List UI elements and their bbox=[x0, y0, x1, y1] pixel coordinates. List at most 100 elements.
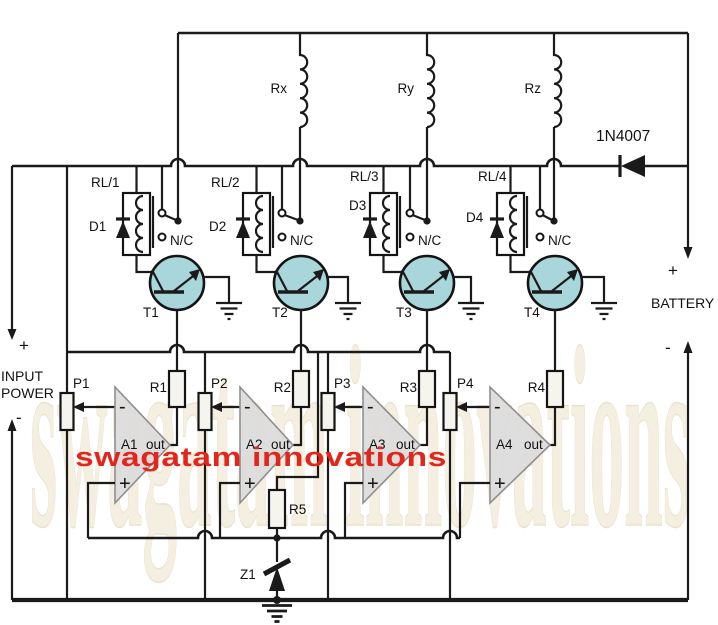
emitter-ground-wire bbox=[327, 275, 350, 303]
relay-arm bbox=[284, 213, 299, 222]
opamp-out-label: out bbox=[396, 437, 415, 452]
channel-4: D4 RL/4 N/C T4 R4 P4 - + A4 out bbox=[442, 166, 617, 600]
input-minus-arrow-icon bbox=[7, 419, 17, 431]
base-wire bbox=[420, 310, 429, 447]
coil-rx-label: Rx bbox=[271, 81, 288, 96]
base-resistor bbox=[167, 369, 187, 409]
opamp-out-label: out bbox=[271, 437, 290, 452]
zener-label: Z1 bbox=[240, 567, 256, 582]
opamp-label: A2 bbox=[246, 437, 263, 452]
coil-rx-icon bbox=[298, 33, 309, 129]
relay-arm-junction bbox=[423, 217, 431, 225]
sense-coils: Rx Ry Rz bbox=[176, 33, 563, 218]
ground-icon bbox=[591, 301, 617, 321]
flyback-diode-label: D3 bbox=[349, 198, 366, 213]
relay-arm-junction bbox=[550, 217, 558, 225]
wiper-arrow-icon bbox=[73, 402, 84, 412]
reference-riser-wire bbox=[86, 481, 115, 538]
preset-pot bbox=[197, 391, 213, 432]
coil-ry-icon bbox=[425, 33, 436, 129]
diode-triangle-icon bbox=[621, 155, 645, 177]
wiper-arrow-icon bbox=[456, 402, 467, 412]
preset-pot bbox=[442, 391, 458, 432]
input-plus-sign: + bbox=[19, 336, 29, 355]
base-wire bbox=[550, 310, 557, 447]
opamp-noninv-sign: + bbox=[244, 473, 256, 495]
relay-nc-label: N/C bbox=[548, 233, 572, 248]
reference-junction bbox=[273, 534, 281, 542]
reference-riser-wire bbox=[458, 481, 490, 538]
flyback-diode-label: D2 bbox=[209, 219, 226, 234]
channel-3: D3 RL/3 N/C T3 R3 P3 - + A3 out bbox=[320, 166, 484, 600]
battery-plus-sign: + bbox=[668, 261, 678, 280]
opamp-inv-sign: - bbox=[119, 396, 126, 418]
relay-label: RL/2 bbox=[211, 175, 240, 190]
flyback-diode-label: D4 bbox=[466, 210, 484, 225]
channel-2: D2 RL/2 N/C T2 R2 P2 - + A2 out bbox=[197, 166, 361, 600]
opamp-inv-sign: - bbox=[494, 396, 501, 418]
ground-icon bbox=[262, 604, 292, 623]
relay-nc-contact bbox=[535, 232, 545, 242]
brand-watermark-text: swagatam innovations bbox=[75, 442, 447, 472]
input-power-label-2: POWER bbox=[1, 385, 54, 401]
opamp-noninv-sign: + bbox=[119, 473, 131, 495]
opamp-inv-sign: - bbox=[244, 396, 251, 418]
base-resistor-label: R1 bbox=[150, 380, 167, 395]
relay-nc-contact bbox=[405, 232, 415, 242]
base-resistor bbox=[417, 369, 437, 409]
relay-arm-junction bbox=[174, 217, 182, 225]
relay-pole-contact bbox=[535, 208, 545, 218]
base-resistor bbox=[291, 369, 311, 409]
ground-icon bbox=[458, 301, 484, 321]
relay-coil-icon bbox=[254, 194, 264, 254]
relay-coil-icon bbox=[508, 194, 518, 254]
battery-minus-sign: - bbox=[665, 338, 671, 357]
input-plus-arrow-icon bbox=[7, 329, 17, 340]
relay-pole-contact bbox=[277, 208, 287, 218]
reference-riser-wire bbox=[343, 481, 363, 538]
base-resistor-label: R2 bbox=[274, 380, 291, 395]
pot-label: P4 bbox=[457, 376, 474, 391]
relay-wires bbox=[255, 166, 284, 274]
opamp-body bbox=[362, 385, 422, 505]
mid-rail-with-hops bbox=[12, 157, 620, 168]
flyback-diode-icon bbox=[490, 221, 504, 238]
transistor-emitter-arrow-icon bbox=[439, 269, 450, 281]
preset-pot bbox=[320, 391, 336, 432]
transistor-label: T3 bbox=[396, 305, 412, 320]
base-wire bbox=[170, 310, 179, 447]
wiper-arrow-icon bbox=[211, 402, 222, 412]
opamp-label: A3 bbox=[369, 437, 386, 452]
relay-wires bbox=[135, 166, 164, 274]
relay-pole-contact bbox=[405, 208, 415, 218]
relay-pole-contact bbox=[157, 208, 167, 218]
pot-label: P2 bbox=[211, 376, 228, 391]
feedback-resistor bbox=[267, 488, 287, 530]
flyback-diode-icon bbox=[236, 221, 250, 238]
battery-label: BATTERY bbox=[651, 295, 715, 311]
wiper-arrow-icon bbox=[334, 402, 345, 412]
coil-rz-icon bbox=[552, 33, 563, 129]
flyback-diode-icon bbox=[363, 221, 377, 238]
blocking-diode-1N4007: 1N4007 bbox=[596, 128, 650, 177]
input-power-label-1: INPUT bbox=[1, 368, 43, 384]
relay-label: RL/1 bbox=[91, 175, 120, 190]
relay-nc-label: N/C bbox=[290, 233, 314, 248]
relay-nc-contact bbox=[277, 232, 287, 242]
relay-nc-label: N/C bbox=[418, 233, 442, 248]
base-resistor-label: R3 bbox=[400, 380, 417, 395]
relay-arm bbox=[541, 214, 553, 221]
ground-icon bbox=[335, 301, 361, 321]
preset-pot bbox=[59, 391, 75, 432]
emitter-ground-wire bbox=[581, 275, 606, 303]
emitter-ground-wire bbox=[453, 275, 473, 303]
coil-rz-label: Rz bbox=[525, 81, 542, 96]
ground-icon bbox=[216, 301, 242, 321]
relay-label: RL/4 bbox=[478, 169, 507, 184]
relay-wires bbox=[382, 166, 412, 274]
relay-coil-icon bbox=[134, 194, 144, 254]
relay-wires bbox=[509, 166, 542, 274]
ground-junction bbox=[273, 596, 281, 604]
